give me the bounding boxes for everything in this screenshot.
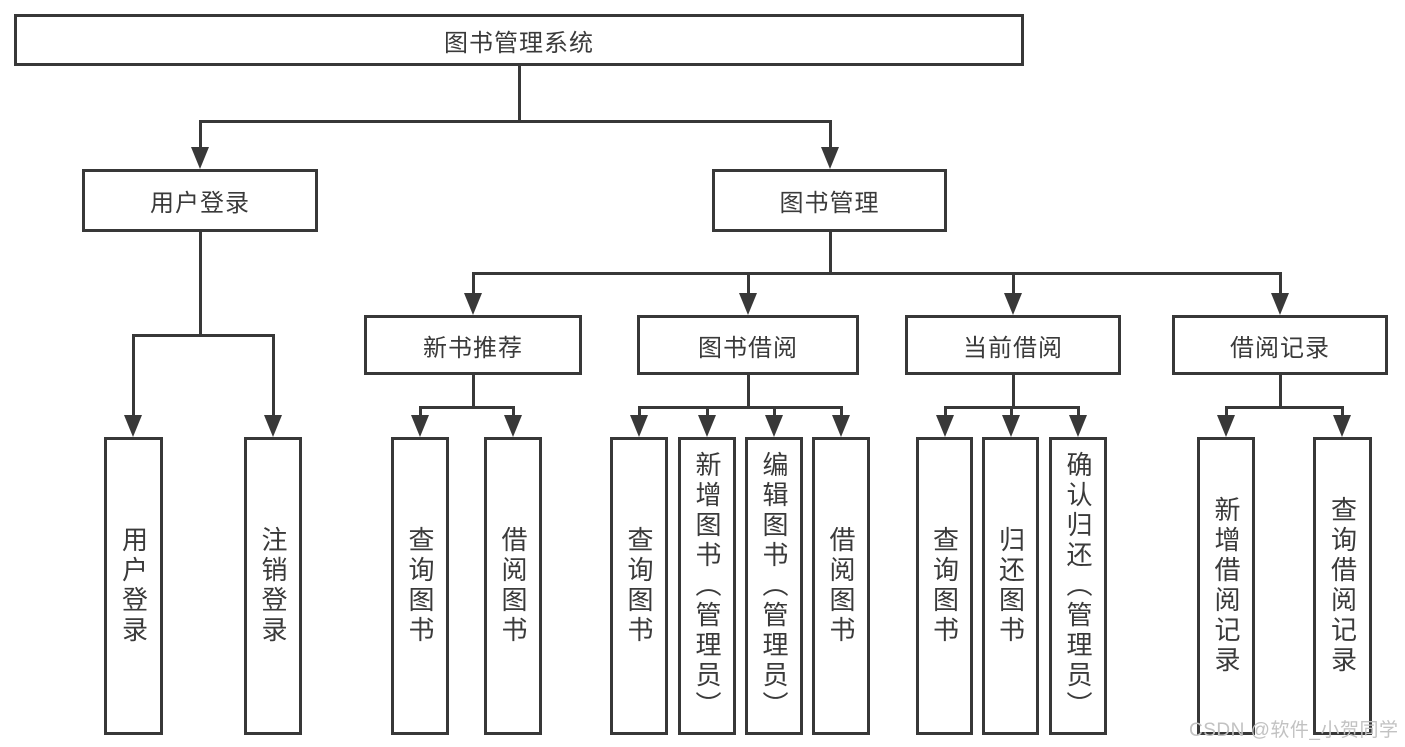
leaf-label: 注销登录 [258,526,288,646]
leaf-query-books-current: 查询图书 [916,437,973,735]
connector-line [1076,405,1080,418]
leaf-label: 借阅图书 [826,526,856,646]
arrowhead-icon [1333,415,1351,437]
connector-line [1011,271,1015,294]
connector-line [1011,374,1015,407]
leaf-edit-books-admin: 编辑图书（管理员） [745,437,803,735]
connector-line [828,231,832,274]
node-label: 图书管理 [779,190,880,217]
leaf-label: 借阅图书 [498,526,528,646]
arrowhead-icon [936,415,954,437]
connector-line [1224,405,1344,409]
arrowhead-icon [630,415,648,437]
leaf-query-borrow-record: 查询借阅记录 [1313,437,1372,735]
leaf-label: 查询图书 [929,526,960,646]
leaf-borrow-books: 借阅图书 [812,437,870,735]
connector-line [1340,405,1344,418]
node-label: 图书管理系统 [444,29,594,57]
node-new-book-recommendation: 新书推荐 [364,315,582,375]
leaf-user-login: 用户登录 [104,437,163,735]
connector-line [637,405,843,409]
arrowhead-icon [698,415,716,437]
arrowhead-icon [1271,293,1289,315]
connector-line [1278,374,1282,407]
connector-line [471,271,475,294]
connector-line [131,333,275,337]
leaf-label: 编辑图书（管理员） [759,451,789,721]
arrowhead-icon [124,415,142,437]
node-borrowing-records: 借阅记录 [1172,315,1388,375]
arrowhead-icon [411,415,429,437]
arrowhead-icon [264,415,282,437]
leaf-add-books-admin: 新增图书（管理员） [678,437,736,735]
node-label: 新书推荐 [423,334,523,362]
connector-line [839,405,843,418]
connector-line [471,374,475,407]
connector-line [511,405,515,418]
leaf-borrow-books-recommend: 借阅图书 [484,437,542,735]
leaf-label: 新增借阅记录 [1211,496,1241,676]
connector-line [198,231,202,336]
connector-line [471,271,1282,275]
leaf-query-books-recommend: 查询图书 [391,437,449,735]
arrowhead-icon [739,293,757,315]
leaf-query-books-borrowing: 查询图书 [610,437,668,735]
node-label: 当前借阅 [963,334,1063,362]
connector-line [746,271,750,294]
connector-line [746,374,750,407]
arrowhead-icon [1069,415,1087,437]
node-user-login: 用户登录 [82,169,318,232]
arrowhead-icon [504,415,522,437]
arrowhead-icon [464,293,482,315]
connector-line [828,119,832,150]
connector-line [1278,271,1282,294]
connector-line [772,405,776,418]
leaf-label: 归还图书 [995,526,1026,646]
node-label: 用户登录 [150,190,250,217]
arrowhead-icon [191,147,209,169]
arrowhead-icon [832,415,850,437]
leaf-add-borrow-record: 新增借阅记录 [1197,437,1255,735]
arrowhead-icon [1004,293,1022,315]
leaf-label: 查询借阅记录 [1327,496,1358,676]
leaf-label: 用户登录 [118,526,149,646]
connector-line [1009,405,1013,418]
arrowhead-icon [821,147,839,169]
node-label: 借阅记录 [1230,334,1330,362]
leaf-label: 新增图书（管理员） [692,451,722,721]
connector-line [943,405,947,418]
arrowhead-icon [1217,415,1235,437]
connector-line [198,119,832,123]
leaf-confirm-return-admin: 确认归还（管理员） [1049,437,1107,735]
leaf-return-books: 归还图书 [982,437,1039,735]
connector-line [131,333,135,416]
arrowhead-icon [765,415,783,437]
leaf-label: 确认归还（管理员） [1063,451,1093,721]
node-book-borrowing: 图书借阅 [637,315,859,375]
watermark-text: CSDN @软件_小贺同学 [1189,720,1399,741]
connector-line [517,64,521,121]
leaf-logout: 注销登录 [244,437,302,735]
connector-line [418,405,515,409]
connector-line [198,119,202,150]
node-book-management-system: 图书管理系统 [14,14,1024,66]
arrowhead-icon [1002,415,1020,437]
node-current-borrowing: 当前借阅 [905,315,1121,375]
node-label: 图书借阅 [698,334,798,362]
node-book-management: 图书管理 [712,169,947,232]
connector-line [705,405,709,418]
leaf-label: 查询图书 [405,526,435,646]
connector-line [637,405,641,418]
connector-line [418,405,422,418]
leaf-label: 查询图书 [624,526,654,646]
connector-line [271,333,275,416]
connector-line [1224,405,1228,418]
